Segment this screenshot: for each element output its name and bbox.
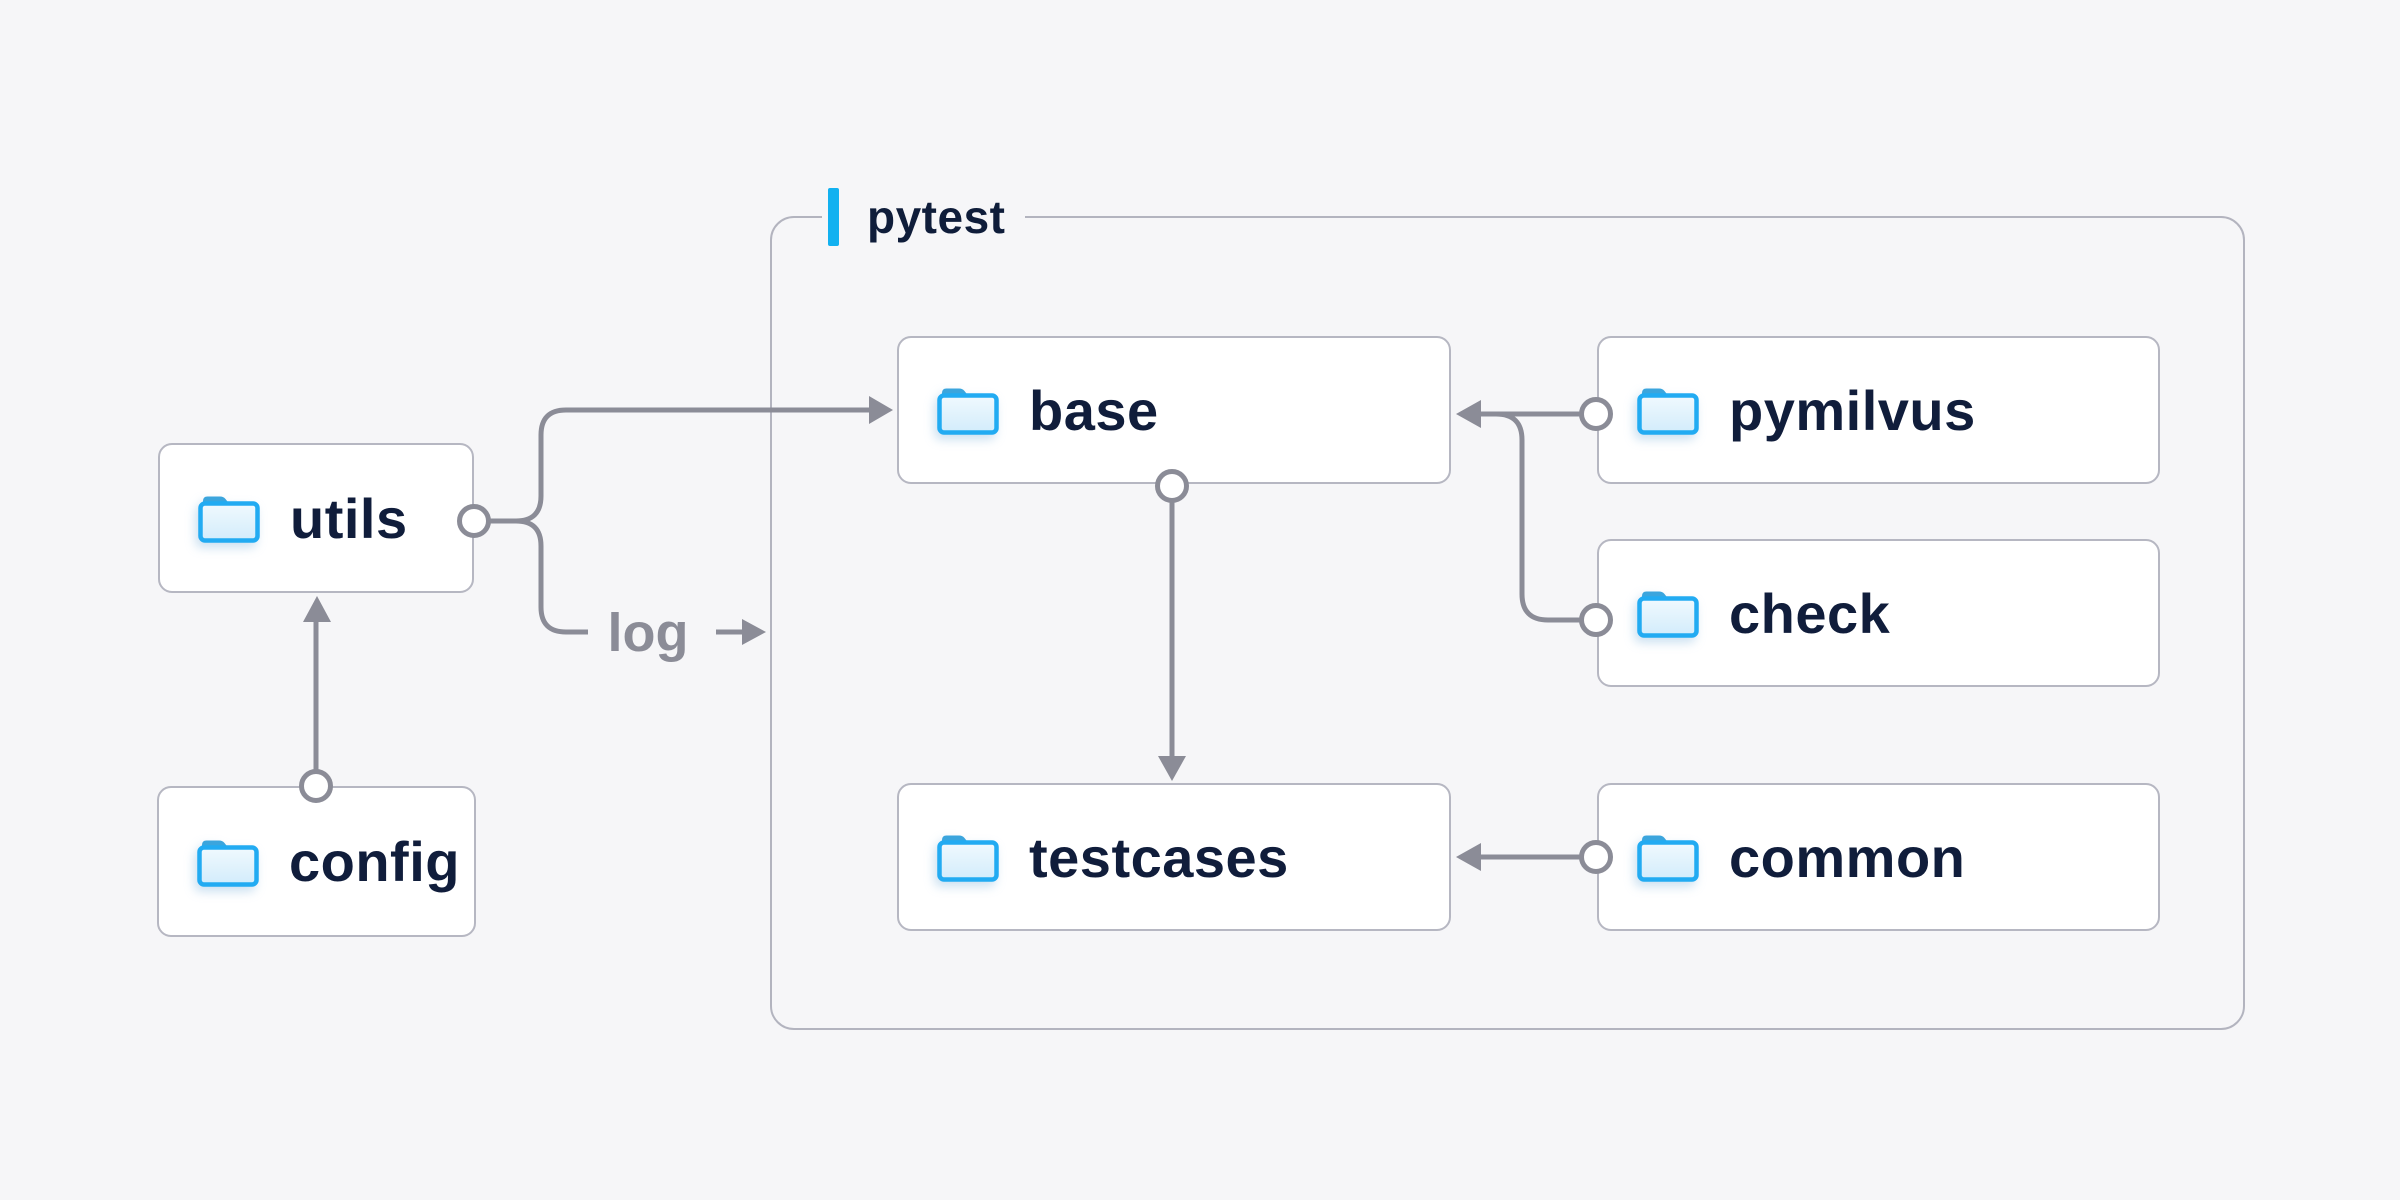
folder-icon: [197, 840, 259, 887]
node-config: config: [157, 786, 476, 937]
folder-icon: [937, 388, 999, 435]
node-label: check: [1729, 581, 1891, 645]
node-label: common: [1729, 825, 1966, 889]
node-check: check: [1597, 539, 2160, 687]
folder-icon: [1637, 388, 1699, 435]
accent-bar: [828, 188, 839, 246]
pytest-group-box: [770, 216, 2245, 1030]
node-label: base: [1029, 378, 1159, 442]
edge-utils-log: [490, 518, 588, 635]
node-label: config: [289, 830, 460, 893]
node-label: pymilvus: [1729, 378, 1976, 442]
node-testcases: testcases: [897, 783, 1451, 931]
node-label: testcases: [1029, 825, 1289, 889]
pytest-group-label: pytest: [822, 187, 1026, 247]
group-title: pytest: [867, 191, 1006, 243]
arrowhead-log: [742, 619, 766, 645]
node-common: common: [1597, 783, 2160, 931]
node-label: utils: [290, 486, 408, 550]
folder-icon: [937, 835, 999, 882]
node-pymilvus: pymilvus: [1597, 336, 2160, 484]
folder-icon: [1637, 591, 1699, 638]
folder-icon: [198, 496, 260, 543]
log-edge-label: log: [607, 603, 689, 663]
arrowhead-config-utils: [303, 596, 331, 622]
node-utils: utils: [158, 443, 474, 593]
node-base: base: [897, 336, 1451, 484]
folder-icon: [1637, 835, 1699, 882]
